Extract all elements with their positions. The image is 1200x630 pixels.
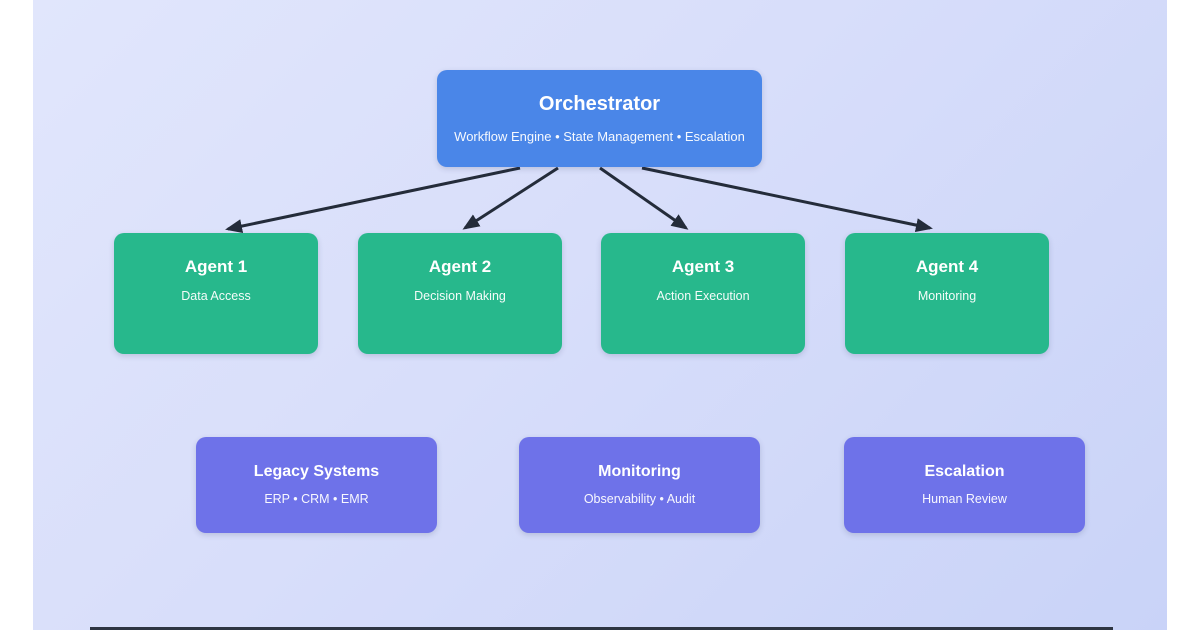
node-agent-4: Agent 4 Monitoring (845, 233, 1049, 354)
node-legacy-systems: Legacy Systems ERP • CRM • EMR (196, 437, 437, 533)
agent-3-subtitle: Action Execution (656, 289, 750, 303)
node-escalation: Escalation Human Review (844, 437, 1085, 533)
monitoring-title: Monitoring (598, 463, 681, 480)
escalation-title: Escalation (924, 463, 1005, 480)
agent-2-subtitle: Decision Making (414, 289, 506, 303)
agent-3-title: Agent 3 (671, 257, 735, 276)
agent-4-subtitle: Monitoring (917, 289, 977, 303)
legacy-systems-title: Legacy Systems (253, 463, 380, 480)
node-monitoring: Monitoring Observability • Audit (519, 437, 760, 533)
legacy-systems-subtitle: ERP • CRM • EMR (264, 492, 369, 506)
orchestrator-title: Orchestrator (538, 93, 661, 115)
monitoring-subtitle: Observability • Audit (583, 492, 696, 506)
node-agent-3: Agent 3 Action Execution (601, 233, 805, 354)
agent-1-title: Agent 1 (184, 257, 248, 276)
node-agent-1: Agent 1 Data Access (114, 233, 318, 354)
orchestrator-subtitle: Workflow Engine • State Management • Esc… (454, 129, 745, 144)
node-orchestrator: Orchestrator Workflow Engine • State Man… (437, 70, 762, 167)
bottom-border-line (90, 627, 1113, 630)
agent-2-title: Agent 2 (428, 257, 492, 276)
agent-4-title: Agent 4 (915, 257, 979, 276)
node-agent-2: Agent 2 Decision Making (358, 233, 562, 354)
agent-1-subtitle: Data Access (181, 289, 251, 303)
escalation-subtitle: Human Review (922, 492, 1007, 506)
